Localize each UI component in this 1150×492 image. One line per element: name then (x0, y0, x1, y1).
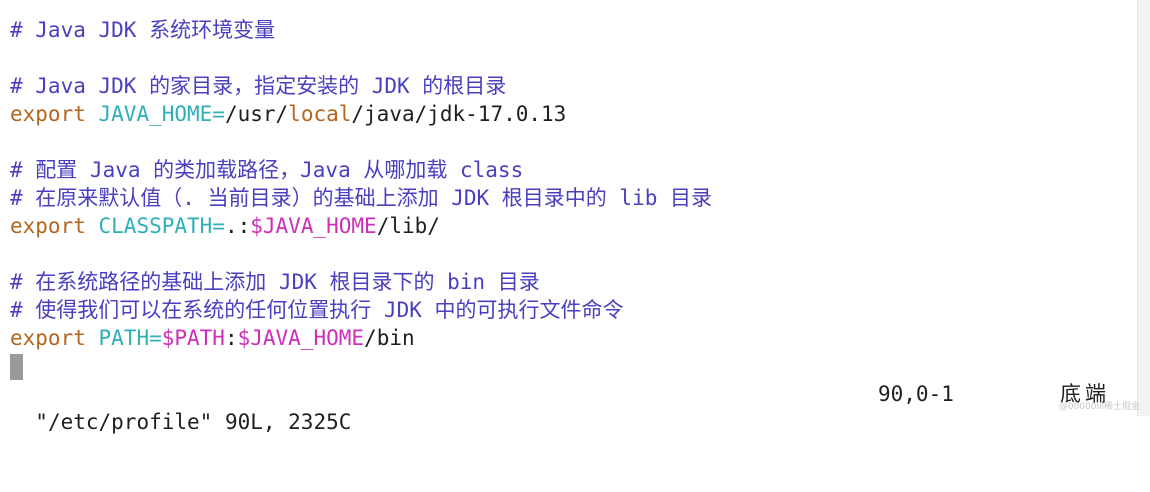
export-keyword: export (10, 326, 86, 350)
variable-reference: $JAVA_HOME (237, 326, 365, 350)
export-path-line: export PATH=$PATH:$JAVA_HOME/bin (10, 324, 1130, 352)
comment-line: # Java JDK 系统环境变量 (10, 18, 276, 42)
path-segment: .: (224, 214, 251, 238)
cursor-position: 90,0-1 (878, 382, 954, 406)
vim-editor-buffer[interactable]: # Java JDK 系统环境变量 # Java JDK 的家目录，指定安装的 … (10, 16, 1130, 380)
variable-reference: $PATH (161, 326, 225, 350)
variable-name: CLASSPATH= (98, 214, 225, 238)
path-segment: : (224, 326, 238, 350)
path-segment: /lib/ (376, 214, 440, 238)
comment-line: # 在系统路径的基础上添加 JDK 根目录下的 bin 目录 (10, 270, 540, 294)
status-line: "/etc/profile" 90L, 2325C 90,0-1 底端 (10, 380, 1120, 434)
terminal-scrollbar[interactable] (1137, 0, 1150, 416)
comment-line: # 配置 Java 的类加载路径，Java 从哪加载 class (10, 158, 524, 182)
local-keyword: local (288, 102, 352, 126)
variable-name: PATH= (98, 326, 162, 350)
path-segment: /java/jdk-17.0.13 (351, 102, 567, 126)
export-java-home-line: export JAVA_HOME=/usr/local/java/jdk-17.… (10, 100, 1130, 128)
blank-line (10, 128, 1130, 156)
scroll-position: 底端 (1060, 382, 1110, 406)
variable-reference: $JAVA_HOME (250, 214, 377, 238)
export-keyword: export (10, 214, 86, 238)
export-classpath-line: export CLASSPATH=.:$JAVA_HOME/lib/ (10, 212, 1130, 240)
export-keyword: export (10, 102, 86, 126)
watermark: @00000lll稀土掘金 (1058, 402, 1140, 412)
cursor-line[interactable] (10, 352, 1130, 380)
blank-line (10, 44, 1130, 72)
comment-line: # Java JDK 的家目录，指定安装的 JDK 的根目录 (10, 74, 507, 98)
path-segment: /bin (364, 326, 415, 350)
blank-line (10, 240, 1130, 268)
variable-name: JAVA_HOME= (98, 102, 225, 126)
comment-line: # 在原来默认值（. 当前目录）的基础上添加 JDK 根目录中的 lib 目录 (10, 186, 713, 210)
comment-line: # 使得我们可以在系统的任何位置执行 JDK 中的可执行文件命令 (10, 298, 624, 322)
path-segment: /usr/ (224, 102, 289, 126)
text-cursor (10, 354, 23, 380)
file-info: "/etc/profile" 90L, 2325C (35, 410, 352, 434)
